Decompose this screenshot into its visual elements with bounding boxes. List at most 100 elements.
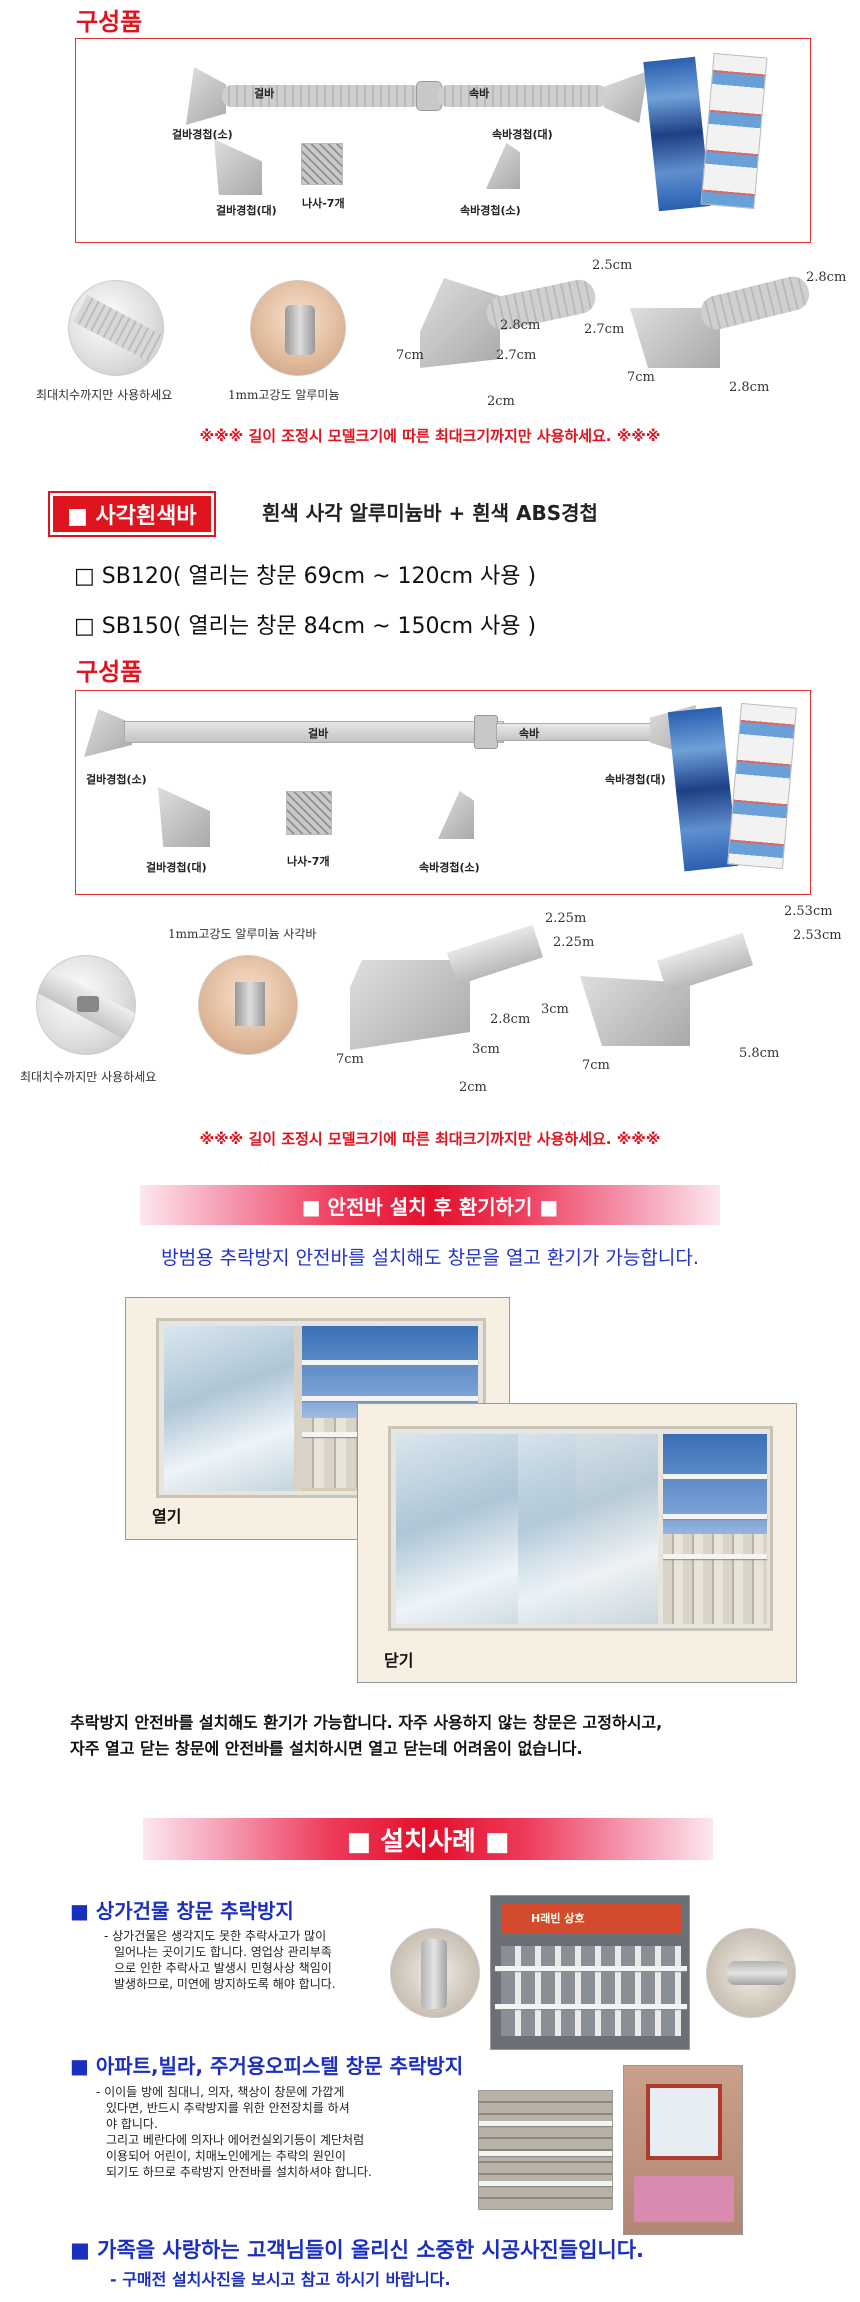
round-bar-assembly — [186, 67, 648, 127]
store-sign-text: H래빈 상호 — [531, 1912, 585, 1925]
model-sb120: □ SB120( 열리는 창문 69cm ~ 120cm 사용 ) — [74, 564, 537, 589]
case1-street-photo: H래빈 상호 — [490, 1895, 690, 2050]
case1-line: 발생하므로, 미연에 방지하도록 해야 합니다. — [114, 1977, 336, 1991]
caption-sq-aluminum: 1mm고강도 알루미늄 사각바 — [168, 927, 317, 941]
left-bracket — [186, 67, 226, 125]
model-sb150: □ SB150( 열리는 창문 84cm ~ 150cm 사용 ) — [74, 614, 537, 639]
part-label-sq-bracket-small: 걸바경첩(소) — [86, 773, 147, 786]
ventilation-banner: ■ 안전바 설치 후 환기하기 ■ — [140, 1185, 720, 1225]
sq-bracket-diagram-large — [340, 920, 544, 1070]
screws-bag — [301, 143, 343, 185]
dim2-10: 7cm — [582, 1058, 610, 1073]
final-subtitle: - 구매전 설치사진을 보시고 참고 하시기 바랍니다. — [110, 2270, 451, 2289]
case1-closeup-left-image — [390, 1928, 480, 2018]
warning-square: ※※※ 길이 조정시 모델크기에 따른 최대크기까지만 사용하세요. ※※※ — [199, 1130, 661, 1148]
dim2-1: 2.25m — [545, 911, 587, 926]
case1-line: 일어나는 곳이기도 합니다. 영업상 관리부족 — [114, 1945, 332, 1959]
case2-line: 야 합니다. — [106, 2117, 158, 2131]
round-bar-left — [222, 85, 422, 107]
ventilation-subtitle: 방범용 추락방지 안전바를 설치해도 창문을 열고 환기가 가능합니다. — [161, 1247, 699, 1269]
dim1-1: 2.5cm — [592, 258, 633, 273]
square-bar-assembly — [84, 705, 696, 765]
part-label-sq-bar1: 걸바 — [308, 727, 329, 740]
ventilation-para-1: 추락방지 안전바를 설치해도 환기가 가능합니다. 자주 사용하지 않는 창문은… — [70, 1713, 663, 1732]
bracket-diagram-large-round — [400, 268, 599, 388]
part-label-bracket-small: 걸바경첩(소) — [172, 128, 233, 141]
sq-bracket-large-piece — [158, 787, 210, 847]
dim2-5: 7cm — [336, 1052, 364, 1067]
dim1-8: 7cm — [627, 370, 655, 385]
final-title: ■ 가족을 사랑하는 고객님들이 올리신 소중한 시공사진들입니다. — [70, 2238, 645, 2262]
right-bracket — [604, 71, 648, 123]
part-label-sq-bracket-large: 걸바경첩(대) — [146, 861, 207, 874]
case1-title: ■ 상가건물 창문 추락방지 — [70, 1899, 294, 1923]
section2-title: 구성품 — [76, 658, 143, 686]
case2-text: - 이이들 방에 침대니, 의자, 책상이 창문에 가깝게 있다면, 반드시 추… — [96, 2084, 436, 2180]
case2-line: 되기도 하므로 추락방지 안전바를 설치하셔야 합니다. — [106, 2165, 372, 2179]
components-box-round: 걸바 속바 걸바경첩(소) 속바경첩(대) 걸바경첩(대) 나사-7개 속바경첩… — [75, 38, 811, 243]
dim2-6: 2cm — [459, 1080, 487, 1095]
ventilation-para-2: 자주 열고 닫는 창문에 안전바를 설치하시면 열고 닫는데 어려움이 없습니다… — [70, 1739, 583, 1758]
dim2-3: 2.8cm — [490, 1012, 531, 1027]
manual-booklet-image — [643, 51, 771, 221]
sq-closeup-pipe-image — [198, 955, 298, 1055]
part-label-sq-bar2: 속바 — [519, 727, 540, 740]
case2-line: - 이이들 방에 침대니, 의자, 책상이 창문에 가깝게 — [96, 2085, 345, 2099]
dim2-2: 2.25m — [553, 935, 595, 950]
bracket-small-piece — [486, 143, 520, 189]
case1-line: - 상가건물은 생각지도 못한 추락사고가 많이 — [104, 1929, 327, 1943]
part-label-bar1: 걸바 — [254, 87, 275, 100]
case2-line: 그리고 베란다에 의자나 에어컨실외기등이 계단처럼 — [106, 2133, 365, 2147]
caption-sq-max-size: 최대치수까지만 사용하세요 — [20, 1070, 157, 1084]
case2-line: 이용되어 어린이, 치매노인에게는 추락의 원인이 — [106, 2149, 346, 2163]
install-cases-banner: ■ 설치사례 ■ — [143, 1818, 713, 1860]
photo-label-close: 닫기 — [384, 1651, 414, 1670]
case1-text: - 상가건물은 생각지도 못한 추락사고가 많이 일어나는 곳이기도 합니다. … — [104, 1928, 394, 1992]
caption-aluminum: 1mm고강도 알루미늄 — [228, 388, 340, 402]
closeup-bar-joint-image — [68, 280, 164, 376]
sq-manual-booklet-image — [667, 701, 800, 881]
part-label-sq-bracket-large-right: 속바경첩(대) — [605, 773, 666, 786]
dim2-8: 2.53cm — [793, 928, 842, 943]
dim1-2: 2.8cm — [500, 318, 541, 333]
window-closed-photo: 닫기 — [357, 1403, 797, 1683]
case1-line: 으로 인한 추락사고 발생시 민형사상 책임이 — [114, 1961, 332, 1975]
part-label-sq-screws: 나사-7개 — [287, 855, 330, 868]
sq-screws-bag — [286, 791, 332, 835]
part-label-bracket-large-right: 속바경첩(대) — [492, 128, 553, 141]
part-label-screws: 나사-7개 — [302, 197, 345, 210]
photo-label-open: 열기 — [152, 1507, 182, 1526]
sq-bracket-small-piece — [438, 791, 474, 839]
case1-closeup-right-image — [706, 1928, 796, 2018]
bar-joint — [416, 81, 442, 111]
dim1-4: 7cm — [396, 348, 424, 363]
part-label-sq-bracket-small-right: 속바경첩(소) — [419, 861, 480, 874]
bracket-diagram-small-round — [620, 272, 820, 382]
part-label-bar2: 속바 — [469, 87, 490, 100]
dim2-9: 3cm — [541, 1002, 569, 1017]
round-bar-right — [438, 85, 608, 107]
section1-title: 구성품 — [76, 8, 143, 36]
dim1-3: 2.7cm — [496, 348, 537, 363]
sq-bracket-diagram-small — [570, 920, 770, 1060]
sq-closeup-bar-joint-image — [36, 955, 136, 1055]
dim1-9: 2.8cm — [729, 380, 770, 395]
dim2-4: 3cm — [472, 1042, 500, 1057]
dim1-7: 2.7cm — [584, 322, 625, 337]
case2-line: 있다면, 반드시 추락방지를 위한 안전장치를 하셔 — [106, 2101, 350, 2115]
dim1-5: 2cm — [487, 394, 515, 409]
dim2-11: 5.8cm — [739, 1046, 780, 1061]
warning-round: ※※※ 길이 조정시 모델크기에 따른 최대크기까지만 사용하세요. ※※※ — [199, 427, 661, 445]
part-label-bracket-large: 걸바경첩(대) — [216, 204, 277, 217]
bracket-large-piece — [214, 139, 262, 195]
square-bar-desc: 흰색 사각 알루미늄바 + 흰색 ABS경첩 — [262, 501, 598, 525]
case2-title: ■ 아파트,빌라, 주거용오피스텔 창문 추락방지 — [70, 2054, 464, 2078]
closeup-aluminum-pipe-image — [250, 280, 346, 376]
square-white-bar-badge: ■ 사각흰색바 — [50, 493, 214, 535]
dim2-7: 2.53cm — [784, 904, 833, 919]
dim1-6: 2.8cm — [806, 270, 847, 285]
part-label-bracket-small-right: 속바경첩(소) — [460, 204, 521, 217]
case2-room-photo — [623, 2065, 743, 2235]
components-box-square: 걸바 속바 걸바경첩(소) 속바경첩(대) 걸바경첩(대) 나사-7개 속바경첩… — [75, 690, 811, 895]
caption-max-size: 최대치수까지만 사용하세요 — [36, 388, 173, 402]
